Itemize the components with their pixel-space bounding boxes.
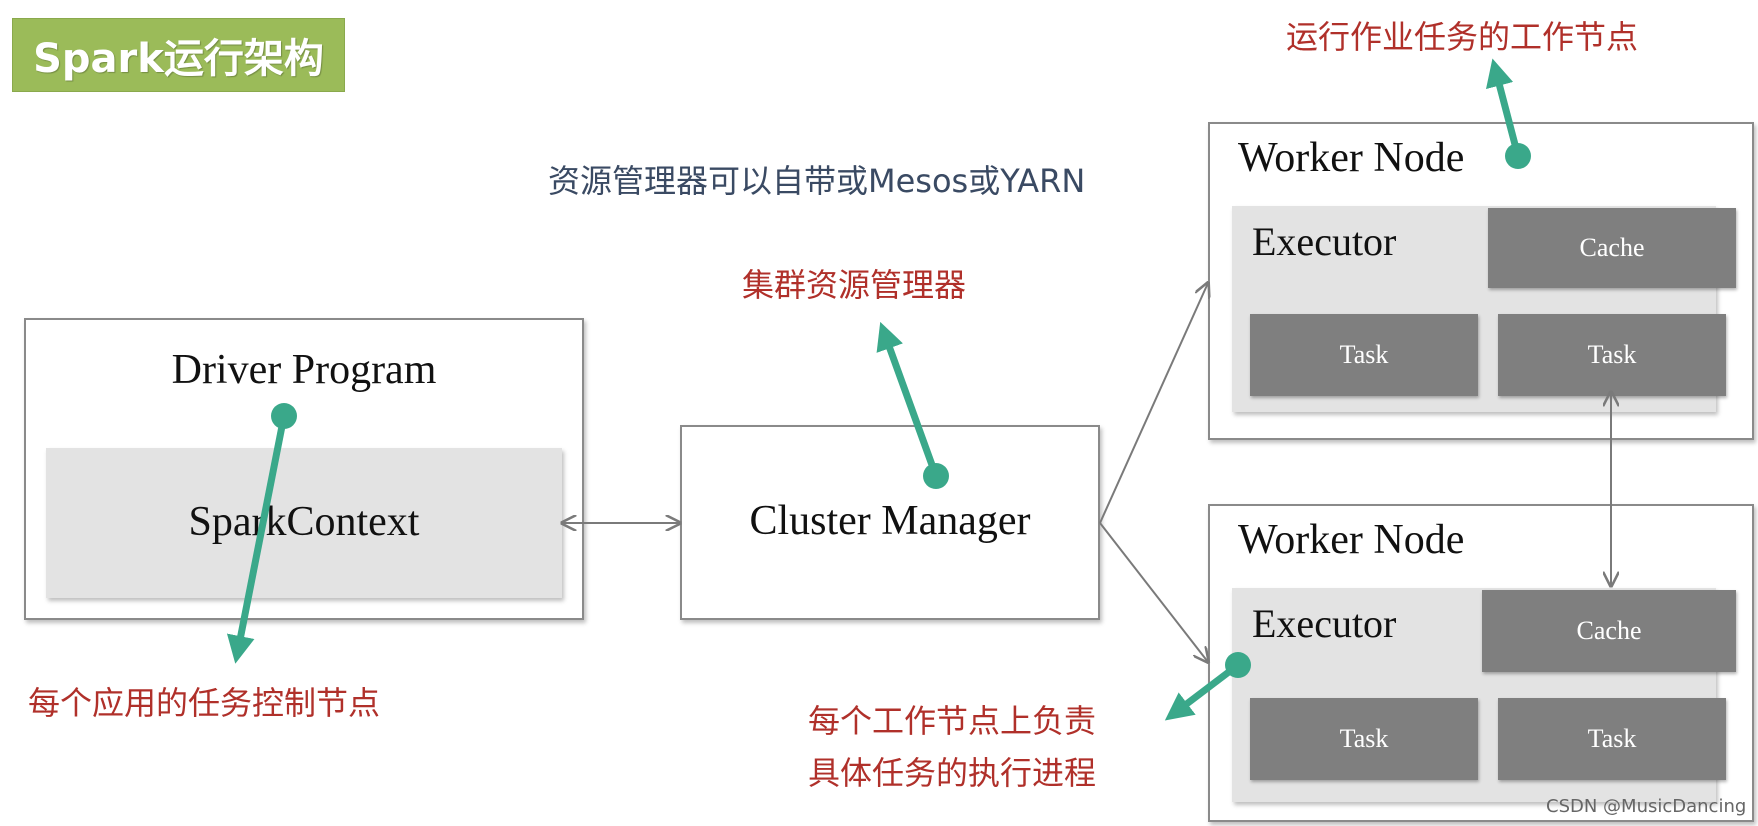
worker-node-2: Worker Node Executor Cache Task Task	[1208, 504, 1754, 822]
cache-1: Cache	[1488, 208, 1736, 288]
worker-node-pointer	[1486, 58, 1531, 169]
executor-1-label: Executor	[1252, 219, 1397, 264]
cluster-manager-box: Cluster Manager	[680, 425, 1100, 620]
worker-node-1-label: Worker Node	[1238, 135, 1465, 181]
spark-context-box: SparkContext	[46, 448, 562, 598]
watermark: CSDN @MusicDancing	[1546, 796, 1747, 817]
cluster-worker1-connector	[1099, 283, 1208, 524]
worker-node-2-label: Worker Node	[1238, 517, 1465, 563]
task-2a: Task	[1250, 698, 1478, 780]
driver-program-box: Driver Program SparkContext	[24, 318, 584, 620]
executor-note-line2: 具体任务的执行进程	[808, 754, 1097, 792]
driver-note: 每个应用的任务控制节点	[28, 684, 381, 722]
task-1a: Task	[1250, 314, 1478, 396]
resource-manager-note: 资源管理器可以自带或Mesos或YARN	[548, 162, 1086, 200]
cache-2: Cache	[1482, 590, 1736, 672]
task-1b: Task	[1498, 314, 1726, 396]
title-badge: Spark运行架构	[12, 18, 345, 92]
executor-2-box: Executor Cache Task Task	[1232, 588, 1736, 802]
task-2b: Task	[1498, 698, 1726, 780]
executor-1-box: Executor Cache Task Task	[1232, 206, 1736, 412]
executor-2-label: Executor	[1252, 601, 1397, 646]
driver-pointer	[226, 403, 297, 664]
executor-pointer	[1164, 652, 1251, 721]
driver-program-label: Driver Program	[171, 347, 437, 393]
cluster-manager-pointer	[876, 321, 949, 489]
cluster-worker2-connector	[1099, 522, 1208, 662]
worker-node-1: Worker Node Executor Cache Task Task	[1208, 122, 1754, 440]
cluster-resource-manager-note: 集群资源管理器	[742, 266, 967, 304]
worker-node-note: 运行作业任务的工作节点	[1286, 18, 1639, 56]
cluster-manager-label: Cluster Manager	[749, 498, 1031, 544]
executor-note-line1: 每个工作节点上负责	[808, 702, 1097, 740]
spark-context-label: SparkContext	[188, 499, 420, 545]
